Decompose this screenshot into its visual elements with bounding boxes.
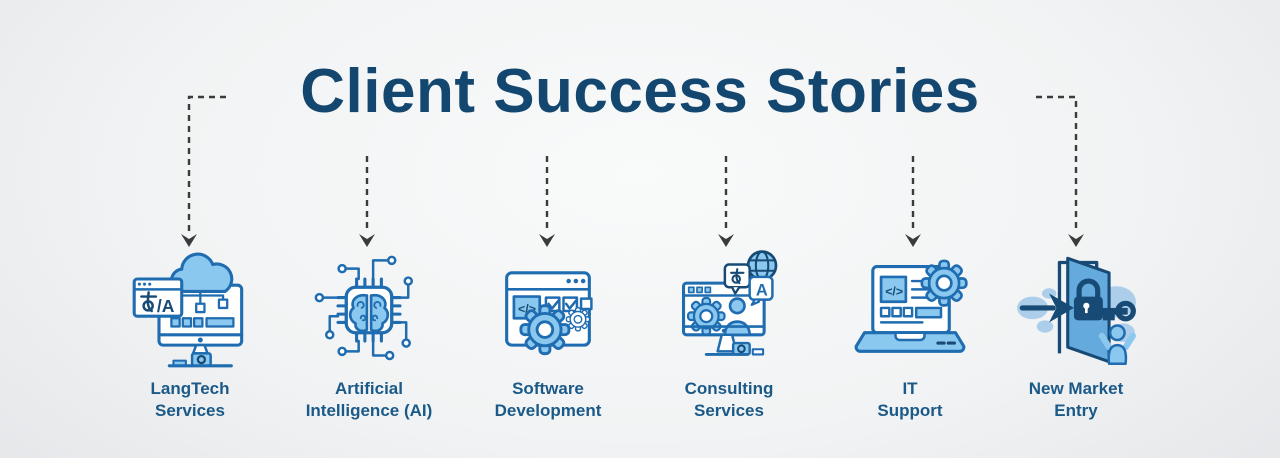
service-label: Consulting Services bbox=[684, 379, 774, 420]
consulting-monitor-person-icon: A bbox=[667, 248, 791, 372]
service-item-software: </> Software Development bbox=[458, 248, 638, 422]
service-item-new-market: New Market Entry bbox=[986, 248, 1166, 422]
translation-cloud-monitor-icon: /A bbox=[128, 248, 252, 372]
service-item-it-support: </> IT Support bbox=[820, 248, 1000, 422]
svg-text:/A: /A bbox=[157, 296, 175, 316]
arrowhead-icon bbox=[1068, 234, 1084, 247]
arrowhead-icon bbox=[905, 234, 921, 247]
service-item-ai: Artificial Intelligence (AI) bbox=[279, 248, 459, 422]
software-window-gears-icon: </> bbox=[486, 248, 610, 372]
service-label: New Market Entry bbox=[1028, 379, 1124, 420]
arrowhead-icon bbox=[359, 234, 375, 247]
service-label: Artificial Intelligence (AI) bbox=[305, 379, 433, 420]
arrowhead-icon bbox=[539, 234, 555, 247]
svg-text:</>: </> bbox=[885, 285, 903, 299]
laptop-gear-icon: </> bbox=[848, 248, 972, 372]
service-item-langtech: /A LangTech Services bbox=[100, 248, 280, 422]
arrowhead-icon bbox=[718, 234, 734, 247]
service-label: LangTech Services bbox=[150, 379, 230, 420]
service-label: IT Support bbox=[877, 379, 943, 420]
page-title: Client Success Stories bbox=[300, 57, 980, 126]
svg-text:A: A bbox=[756, 281, 768, 300]
arrowhead-icon bbox=[181, 234, 197, 247]
ai-chip-brain-icon bbox=[307, 248, 431, 372]
service-label: Software Development bbox=[494, 379, 602, 420]
service-item-consulting: A Consulting Services bbox=[639, 248, 819, 422]
door-lock-key-map-icon bbox=[1014, 248, 1138, 372]
